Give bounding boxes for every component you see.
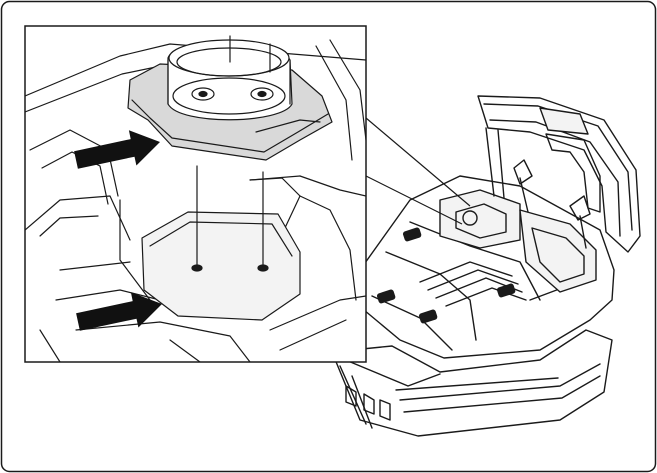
device-lid: [477, 95, 641, 253]
lid-window: [539, 107, 589, 135]
detail-inset: [24, 25, 367, 363]
arrow-lower: [76, 292, 162, 331]
device-base: [331, 329, 613, 437]
device-button-1: [402, 227, 422, 242]
callout-arrows: [74, 130, 162, 331]
device-button-4: [496, 283, 516, 298]
leader-lines: [365, 117, 471, 225]
insert-part: [127, 35, 333, 161]
device-button-3: [418, 309, 438, 324]
device-unit: [331, 95, 641, 437]
arrow-upper: [74, 130, 160, 169]
cradle-floor: [141, 211, 301, 321]
device-button-2: [376, 289, 396, 304]
